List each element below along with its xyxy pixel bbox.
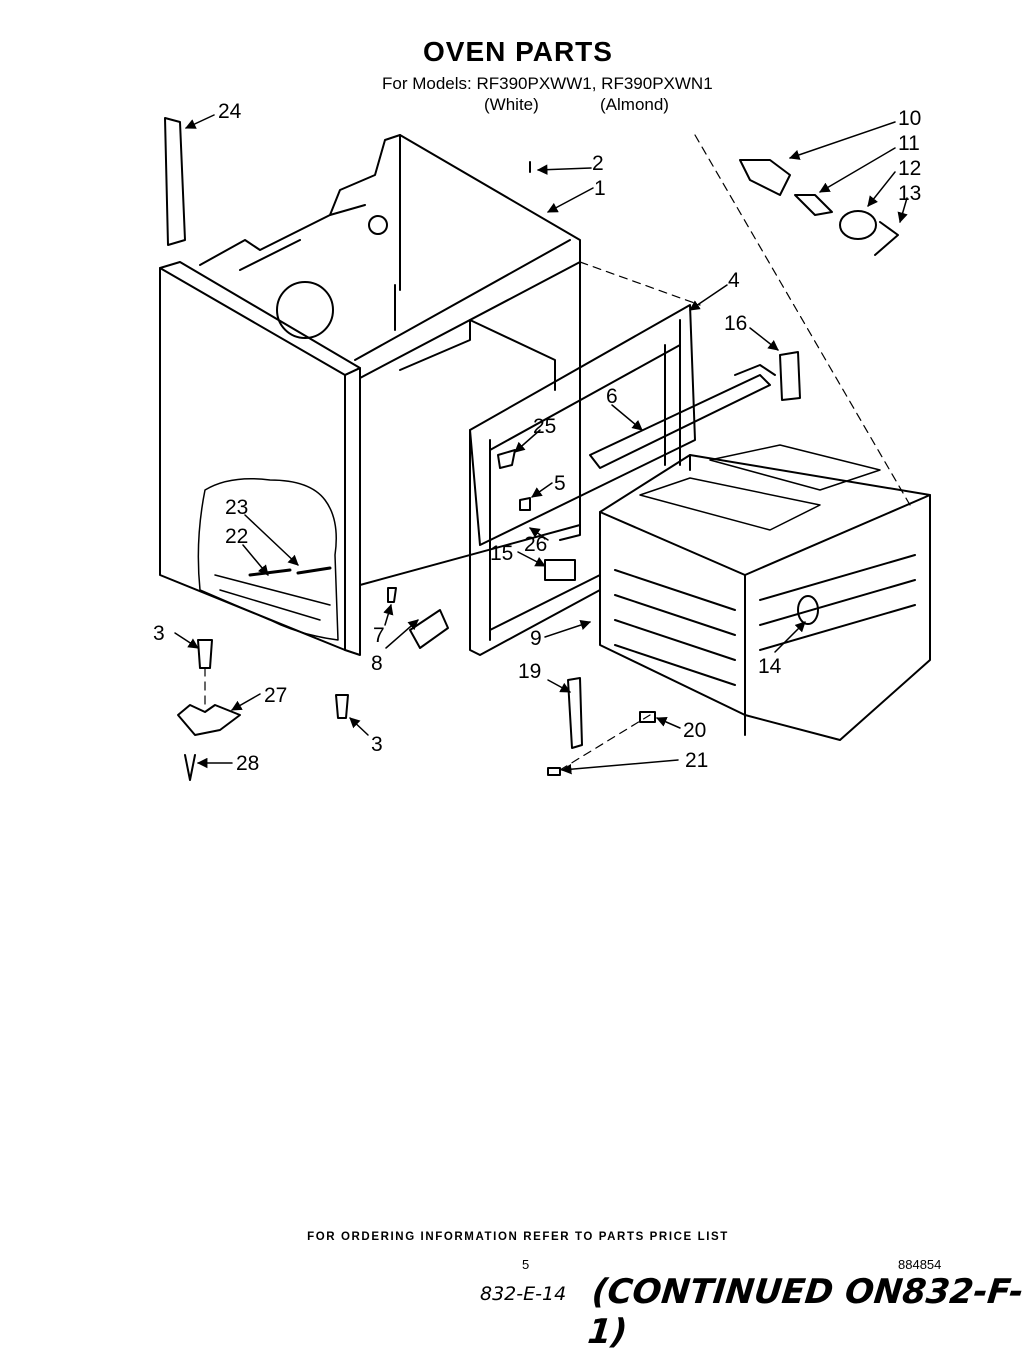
cutaway-wiring-area [197,478,339,641]
callout-1: 1 [594,177,606,200]
callout-19: 19 [518,660,541,683]
part-24-bracket [164,117,186,246]
document-number: 884854 [898,1257,942,1272]
callout-28: 28 [236,752,259,775]
part-27-bracket [177,704,241,736]
handwritten-code: 832-E-14 [480,1283,567,1305]
part-11-bulb [794,194,833,216]
part-16-sensor [779,351,801,401]
callout-12: 12 [898,157,921,180]
part-12-lens [839,210,877,240]
callout-27: 27 [264,684,287,707]
callout-3-left: 3 [153,622,165,645]
callout-9: 9 [530,627,542,650]
part-22-terminal [248,568,292,577]
part-7-nut [387,587,397,603]
part-21-nut [547,767,561,776]
part-15-bracket [544,559,576,581]
part-13-clip [874,221,899,256]
variant-almond: (Almond) [600,95,669,114]
callout-6: 6 [606,385,618,408]
page-title: OVEN PARTS [423,36,613,67]
callout-11: 11 [898,132,920,155]
part-3-screw-left [197,639,213,669]
part-23-wire [296,566,332,575]
callout-3-right: 3 [371,733,383,756]
callout-25: 25 [533,415,556,438]
model-numbers: For Models: RF390PXWW1, RF390PXWN1 [382,74,713,93]
part-19-hinge [567,677,583,749]
callout-24: 24 [218,100,242,123]
front-frame [469,304,696,656]
callout-15: 15 [490,542,513,565]
callout-labels: 1 2 3 3 4 5 6 7 8 9 10 11 12 13 14 15 16… [153,100,921,775]
leader-arrows [174,114,908,775]
ordering-note: FOR ORDERING INFORMATION REFER TO PARTS … [307,1231,729,1243]
part-8-hinge [409,609,449,649]
callout-23: 23 [225,496,248,519]
assembly-lines [204,134,911,771]
callout-8: 8 [371,652,383,675]
part-10-socket [739,159,791,196]
callout-13: 13 [898,182,921,205]
oven-liner [599,444,931,741]
callout-16: 16 [724,312,747,335]
callout-4: 4 [728,269,740,292]
part-3-screw-right [335,694,349,719]
callout-7: 7 [373,624,385,647]
part-14-light-lens [797,595,819,625]
callout-10: 10 [898,107,921,130]
bake-element [589,364,776,469]
part-28-leveler [184,754,196,781]
part-5-component [519,497,531,511]
small-parts [164,117,899,781]
variant-white: (White) [484,95,539,114]
callout-21: 21 [685,749,708,772]
page-number: 5 [522,1257,530,1272]
part-25-component [497,449,516,469]
callout-14: 14 [758,655,782,678]
callout-2: 2 [592,152,604,175]
oven-parts-diagram: 1 2 3 3 4 5 6 7 8 9 10 11 12 13 14 15 16… [153,100,931,781]
part-20-screw [639,711,656,723]
callout-5: 5 [554,472,566,495]
continued-note: (CONTINUED ON832-F-1) [585,1272,1026,1352]
callout-22: 22 [225,525,248,548]
callout-20: 20 [683,719,706,742]
oven-cabinet [159,134,581,656]
callout-26: 26 [524,533,547,556]
